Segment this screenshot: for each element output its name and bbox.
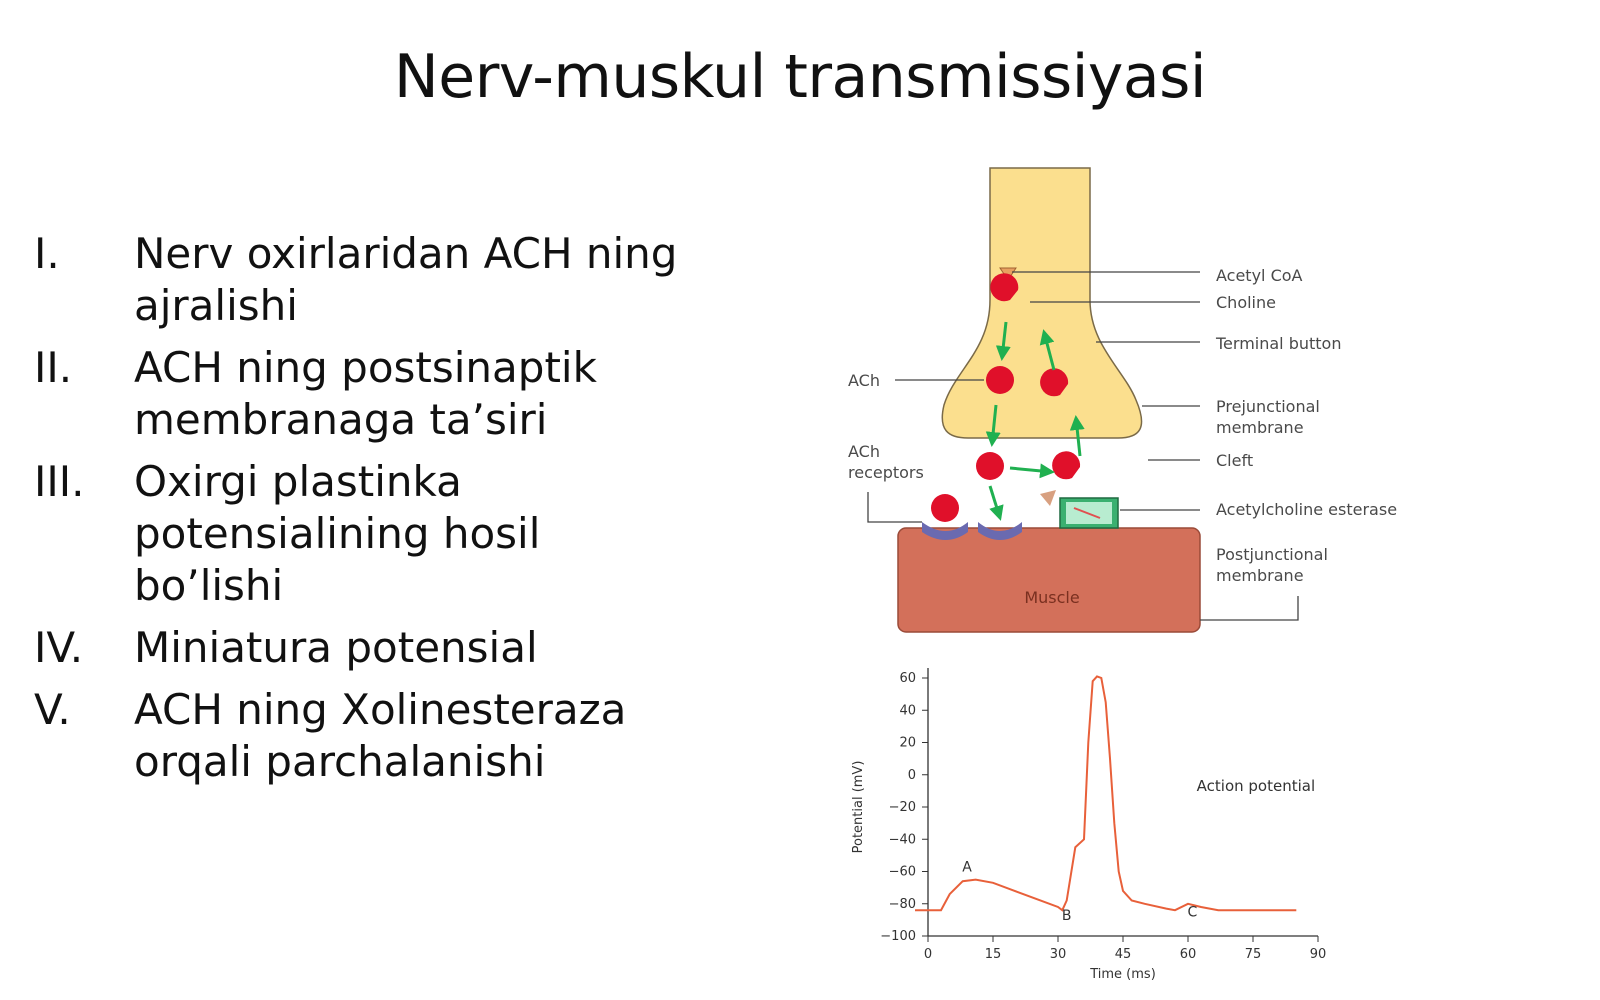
annotation-label: Action potential xyxy=(1197,777,1315,795)
y-tick-label: −40 xyxy=(889,832,916,847)
list-text: ACH ning postsinaptik membranaga ta’siri xyxy=(134,343,597,444)
y-tick-label: −60 xyxy=(889,865,916,880)
list-item: III. Oxirgi plastinka potensialining hos… xyxy=(34,456,754,612)
y-tick-label: −100 xyxy=(880,929,916,944)
esterase-cut-icon xyxy=(1073,507,1101,519)
list-item: V. ACH ning Xolinesteraza orqali parchal… xyxy=(34,684,754,788)
arrow-icon xyxy=(985,404,1001,447)
list-text: ACH ning Xolinesteraza orqali parchalani… xyxy=(134,685,627,786)
arrow-icon xyxy=(1069,415,1085,457)
arrow-icon xyxy=(995,321,1011,361)
leader-lines xyxy=(867,271,1299,621)
x-tick-label: 45 xyxy=(1115,947,1132,962)
ach-molecule-icon xyxy=(986,366,1014,394)
label-esterase: Acetylcholine esterase xyxy=(1216,500,1397,519)
list-numeral: I. xyxy=(34,229,60,278)
arrow-icon xyxy=(1039,329,1056,371)
synapse-diagram: Muscle xyxy=(848,167,1397,633)
y-axis-label: Potential (mV) xyxy=(851,761,866,854)
label-prejunctional-1: Prejunctional xyxy=(1216,397,1320,416)
tick-group: 60 40 20 0 −20 −40 −60 −80 −100 0 15 30 45 60 75 90 xyxy=(880,671,1326,962)
x-tick-label: 75 xyxy=(1245,947,1262,962)
list-numeral: III. xyxy=(34,457,85,506)
list-text: Miniatura potensial xyxy=(134,623,538,672)
ach-molecule-icon xyxy=(931,494,959,522)
series-line xyxy=(915,675,1297,912)
label-ach-receptors-2: receptors xyxy=(848,463,924,482)
list-numeral: V. xyxy=(34,685,71,734)
x-tick-label: 90 xyxy=(1310,947,1327,962)
choline-icon xyxy=(1052,451,1081,480)
y-tick-label: −80 xyxy=(889,897,916,912)
terminal-button-shape xyxy=(941,167,1143,439)
label-cleft: Cleft xyxy=(1216,451,1253,470)
choline-icon xyxy=(990,273,1019,302)
annotation-label: B xyxy=(1062,908,1072,924)
arrow-icon xyxy=(1009,463,1055,479)
potential-chart: 60 40 20 0 −20 −40 −60 −80 −100 0 15 30 45 60 75 90 A B C… xyxy=(851,668,1326,982)
muscle-block xyxy=(897,527,1201,633)
list-text: Nerv oxirlaridan ACH ning ajralishi xyxy=(134,229,678,330)
y-tick-label: 0 xyxy=(908,768,916,783)
label-ach: ACh xyxy=(848,371,880,390)
annotation-label: C xyxy=(1187,905,1197,921)
list-numeral: IV. xyxy=(34,623,84,672)
x-tick-label: 15 xyxy=(985,947,1002,962)
slide-title: Nerv-muskul transmissiyasi xyxy=(393,42,1207,112)
label-postjunctional-1: Postjunctional xyxy=(1216,545,1328,564)
label-postjunctional-2: membrane xyxy=(1216,566,1304,585)
item-list: I. Nerv oxirlaridan ACH ning ajralishi I… xyxy=(34,228,754,798)
y-tick-label: 40 xyxy=(899,703,916,718)
list-item: IV. Miniatura potensial xyxy=(34,622,754,674)
label-prejunctional-2: membrane xyxy=(1216,418,1304,437)
x-tick-label: 30 xyxy=(1050,947,1067,962)
label-acetyl-coa: Acetyl CoA xyxy=(1216,266,1303,285)
x-axis-label: Time (ms) xyxy=(1089,967,1156,982)
list-item: II. ACH ning postsinaptik membranaga ta’… xyxy=(34,342,754,446)
y-tick-label: 20 xyxy=(899,736,916,751)
ach-molecule-icon xyxy=(976,452,1004,480)
x-tick-label: 60 xyxy=(1180,947,1197,962)
label-ach-receptors-1: ACh xyxy=(848,442,880,461)
y-tick-label: 60 xyxy=(899,671,916,686)
ach-receptor-icon xyxy=(978,522,1022,540)
acetate-icon xyxy=(1040,490,1056,506)
annotation-group: A B C Action potential xyxy=(962,777,1315,924)
list-numeral: II. xyxy=(34,343,73,392)
label-choline: Choline xyxy=(1216,293,1276,312)
arrow-icon xyxy=(988,485,1004,521)
choline-icon xyxy=(1040,368,1069,397)
y-tick-label: −20 xyxy=(889,800,916,815)
muscle-label: Muscle xyxy=(1024,588,1079,607)
x-tick-label: 0 xyxy=(924,947,932,962)
label-terminal-button: Terminal button xyxy=(1215,334,1341,353)
ach-receptor-icon xyxy=(922,522,968,540)
list-text: Oxirgi plastinka potensialining hosil bo… xyxy=(134,457,541,610)
annotation-label: A xyxy=(962,860,972,876)
list-item: I. Nerv oxirlaridan ACH ning ajralishi xyxy=(34,228,754,332)
